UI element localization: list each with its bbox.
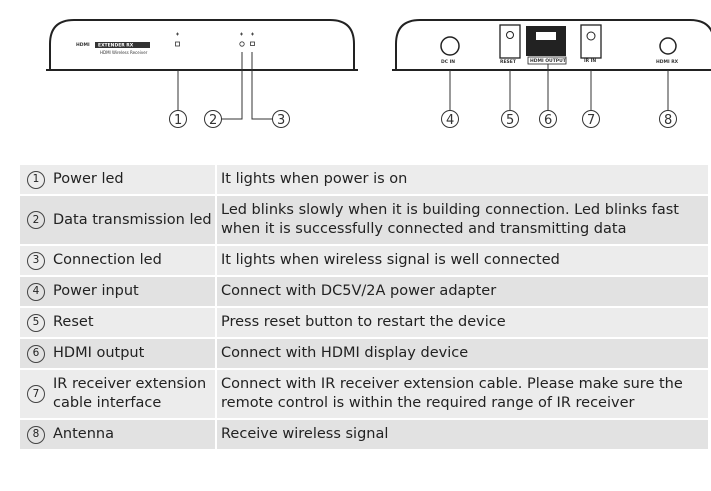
table-row: 7 IR receiver extension cable interface C…	[20, 370, 708, 420]
feature-description: Receive wireless signal	[215, 420, 708, 449]
row-number: 2	[27, 211, 45, 229]
feature-label: Antenna	[53, 426, 114, 442]
table-row: 3 Connection led It lights when wireless …	[20, 246, 708, 277]
device-diagram: HDMI EXTENDER RX HDMI Wireless Receiver …	[46, 19, 711, 128]
feature-label: IR receiver extension cable interface	[53, 376, 207, 411]
connection-led-icon	[250, 32, 255, 46]
callout-7: 7	[587, 113, 595, 128]
back-callouts	[441, 64, 677, 128]
ir-in-port-icon	[580, 24, 602, 59]
feature-label: Reset	[53, 314, 94, 330]
front-brand-text: HDMI	[76, 42, 90, 48]
power-led-icon	[175, 32, 180, 47]
table-row: 2 Data transmission led Led blinks slowly…	[20, 196, 708, 246]
feature-description: Led blinks slowly when it is building co…	[215, 196, 708, 244]
data-led-icon	[239, 32, 245, 47]
feature-label: HDMI output	[53, 345, 145, 361]
callout-4: 4	[446, 113, 454, 128]
callout-6: 6	[544, 113, 552, 128]
table-row: 4 Power input Connect with DC5V/2A power …	[20, 277, 708, 308]
port-label-ir-in: IR IN	[584, 58, 596, 64]
row-number: 4	[27, 282, 45, 301]
feature-label: Power led	[53, 171, 124, 187]
feature-description: Connect with HDMI display device	[215, 339, 708, 368]
front-panel: HDMI EXTENDER RX HDMI Wireless Receiver	[46, 19, 358, 71]
antenna-connector-icon	[659, 37, 677, 55]
port-label-hdmi-output: HDMI OUTPUT	[530, 58, 567, 64]
feature-description: It lights when power is on	[215, 165, 708, 194]
feature-label: Power input	[53, 283, 139, 299]
port-label-hdmi-rx: HDMI RX	[656, 59, 679, 65]
dc-in-jack-icon	[440, 36, 460, 56]
callout-2: 2	[209, 113, 217, 128]
front-callouts	[169, 52, 290, 128]
front-subtitle-text: HDMI Wireless Receiver	[100, 50, 148, 55]
feature-description: It lights when wireless signal is well c…	[215, 246, 708, 275]
row-number: 7	[27, 385, 45, 403]
port-label-dcin: DC IN	[441, 59, 455, 65]
row-number: 6	[27, 344, 45, 363]
row-number: 8	[27, 425, 45, 444]
port-label-reset: RESET	[500, 59, 517, 65]
callout-1: 1	[174, 113, 182, 128]
table-row: 1 Power led It lights when power is on	[20, 165, 708, 196]
row-number: 3	[27, 251, 45, 270]
feature-label: Connection led	[53, 252, 162, 268]
feature-label: Data transmission led	[53, 211, 212, 228]
table-row: 5 Reset Press reset button to restart the…	[20, 308, 708, 339]
back-panel: DC IN RESET HDMI OUTPUT IR IN HDMI RX	[392, 19, 711, 71]
callout-5: 5	[506, 113, 514, 128]
feature-description: Connect with DC5V/2A power adapter	[215, 277, 708, 306]
feature-description: Press reset button to restart the device	[215, 308, 708, 337]
feature-description: Connect with IR receiver extension cable…	[215, 370, 708, 418]
table-row: 6 HDMI output Connect with HDMI display d…	[20, 339, 708, 370]
table-row: 8 Antenna Receive wireless signal	[20, 420, 708, 451]
callout-3: 3	[277, 113, 285, 128]
front-model-text: EXTENDER RX	[98, 43, 134, 49]
front-model-badge	[95, 42, 150, 48]
row-number: 5	[27, 313, 45, 332]
callout-8: 8	[664, 113, 672, 128]
row-number: 1	[27, 170, 45, 189]
reset-button-icon	[499, 24, 521, 59]
hdmi-output-port-icon	[526, 26, 566, 56]
